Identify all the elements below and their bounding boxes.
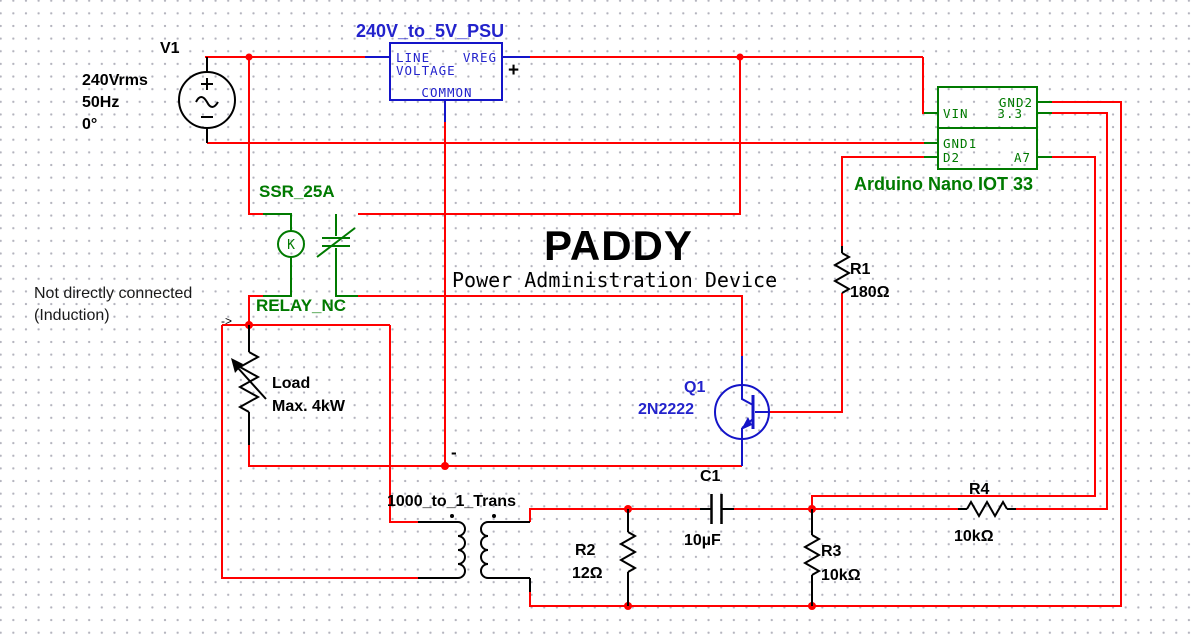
transformer-polarity-dot [450,514,454,518]
psu-pin-vreg: VREG [463,50,497,65]
wires-red [205,56,1122,607]
note-line1: Not directly connected [34,285,192,302]
wire-gnd2-bottom[interactable] [529,101,1122,607]
note-arrow: -> [221,314,232,328]
psu-plus-mark: + [508,60,519,81]
junction-dot [245,53,253,61]
r3-resistor-symbol[interactable] [802,509,822,606]
psu-name-label: 240V_to_5V_PSU [356,21,504,41]
wire-d2-r1-base[interactable] [770,156,924,413]
wire-coil-bottom[interactable] [248,295,263,325]
page-title: PADDY [544,222,693,269]
r1-ref-label: R1 [850,261,871,278]
wire-common-emitter[interactable] [248,122,742,467]
v1-ac-source-symbol[interactable] [178,57,236,143]
r2-resistor-symbol[interactable] [618,509,638,606]
arduino-name-label: Arduino Nano IOT 33 [854,174,1033,194]
note-line2: (Induction) [34,307,110,324]
wire-contact-to-collector[interactable] [358,295,743,356]
arduino-pin-gnd2: GND2 [999,95,1033,110]
psu-pin-voltage: VOLTAGE [396,63,456,78]
ssr-name-label: SSR_25A [259,182,335,201]
q1-emitter-arrow [741,417,752,430]
r2-value-label: 12Ω [572,565,603,582]
psu-block[interactable]: LINE VOLTAGE VREG COMMON [365,42,530,122]
plus-sign [201,78,213,90]
wire-ac-live-to-ssr[interactable] [248,57,263,215]
v1-phase-label: 0° [82,116,97,133]
r1-value-label: 180Ω [850,284,890,301]
psu-pin-common: COMMON [421,85,472,100]
r2-ref-label: R2 [575,542,596,559]
v1-ref-label: V1 [160,40,180,57]
sine-symbol [195,96,219,108]
r4-ref-label: R4 [969,481,990,498]
v1-frequency-label: 50Hz [82,94,119,111]
r4-resistor-symbol[interactable] [958,499,1016,519]
load-label-line1: Load [272,375,310,392]
relay-nc-label: RELAY_NC [256,296,346,315]
junction-dots [245,53,816,610]
arduino-pin-vin: VIN [943,106,969,121]
q1-transistor-symbol[interactable] [714,356,770,466]
junction-dot [441,462,449,470]
wire-sense-line[interactable] [529,112,1108,522]
load-symbol[interactable] [231,325,267,445]
ssr-relay-symbol[interactable]: K [263,213,358,297]
relay-coil[interactable] [277,230,305,258]
r1-resistor-symbol[interactable] [832,246,852,294]
r3-ref-label: R3 [821,543,842,560]
wire-load-node[interactable] [221,324,418,579]
page-subtitle: Power Administration Device [452,268,777,292]
psu-minus-mark: - [451,443,457,462]
load-arrowhead [231,358,243,373]
c1-capacitor-symbol[interactable] [700,494,734,524]
arduino-pin-3v3: 3.3 [997,106,1023,121]
wire-a7-line[interactable] [811,156,1096,509]
arduino-block[interactable]: GND2 VIN 3.3 GND1 D2 A7 [924,86,1052,170]
psu-pin-line: LINE [396,50,430,65]
relay-nc-contact[interactable] [316,214,358,297]
c1-value-label: 10µF [684,532,721,549]
r4-value-label: 10kΩ [954,528,994,545]
r3-value-label: 10kΩ [821,567,861,584]
transformer-polarity-dot [492,514,496,518]
junction-dot [736,53,744,61]
arduino-pin-a7: A7 [1014,150,1031,165]
transformer-symbol[interactable] [418,514,531,592]
c1-ref-label: C1 [700,468,721,485]
relay-coil-letter: K [287,238,295,253]
wire-5v-net[interactable] [358,56,924,215]
transformer-name-label: 1000_to_1_Trans [387,493,516,510]
q1-ref-label: Q1 [684,379,705,396]
load-label-line2: Max. 4kW [272,398,346,415]
v1-voltage-label: 240Vrms [82,72,148,89]
arduino-pin-d2: D2 [943,150,960,165]
q1-value-label: 2N2222 [638,401,694,418]
arduino-pin-gnd1: GND1 [943,136,977,151]
